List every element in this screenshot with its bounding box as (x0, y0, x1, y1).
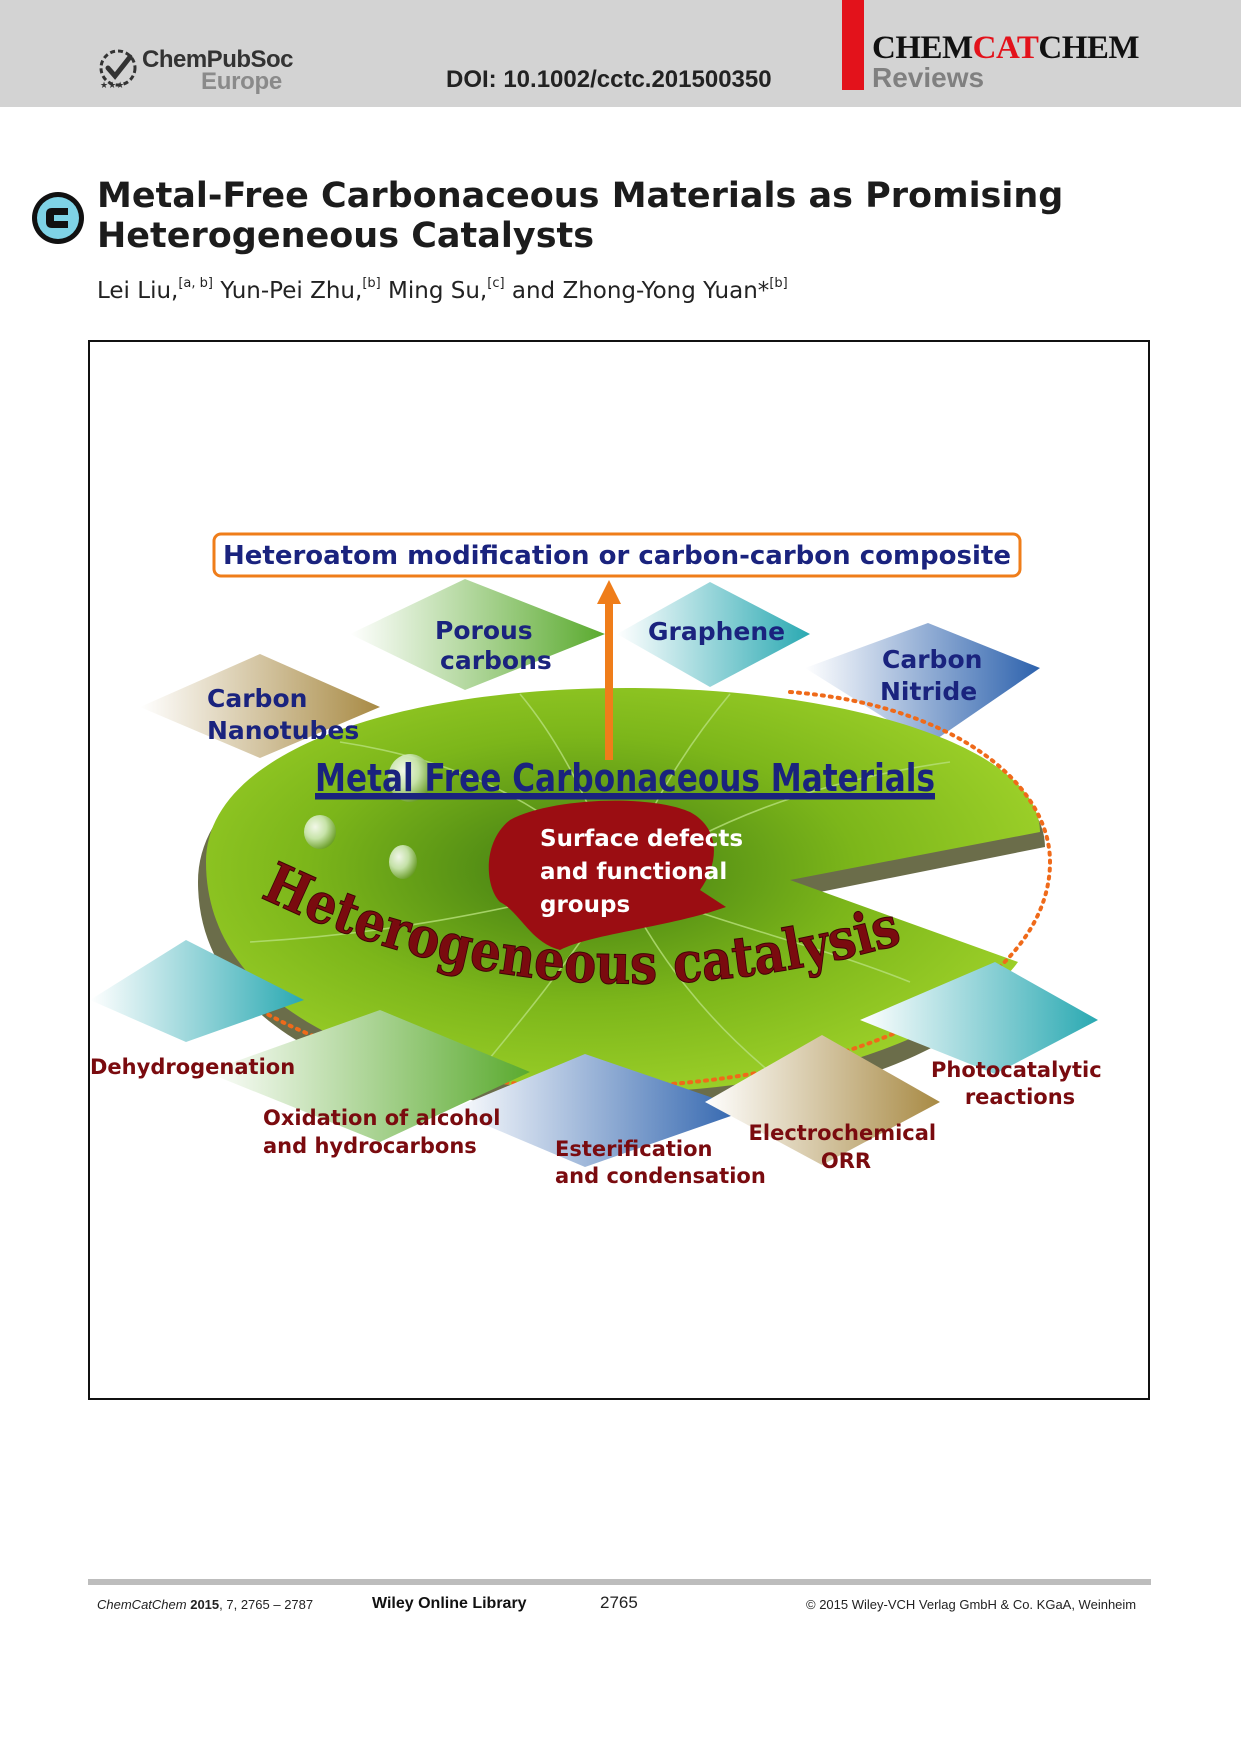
application-label: Esterification and condensation (555, 1137, 766, 1188)
article-title: Metal-Free Carbonaceous Materials as Pro… (97, 176, 1064, 256)
material-label: Graphene (648, 617, 785, 646)
material-label: Carbon Nanotubes (207, 684, 359, 745)
header-band (0, 0, 1241, 107)
material-diamond (350, 579, 605, 690)
author-name[interactable]: Yun-Pei Zhu, (220, 278, 363, 304)
application-label-line: Esterification (555, 1137, 712, 1161)
application-label: Oxidation of alcohol and hydrocarbons (263, 1106, 508, 1158)
center-title: Metal Free Carbonaceous Materials (315, 756, 935, 800)
journal-accent-bar (842, 0, 864, 90)
material-diamond (805, 623, 1040, 745)
footer-volume-pages: , 7, 2765 – 2787 (219, 1597, 314, 1612)
application-diamond (206, 1010, 530, 1142)
wiley-online-library-link[interactable]: Wiley Online Library (372, 1595, 527, 1612)
center-leaf-text: Surface defects and functional groups (540, 826, 751, 918)
journal-name-part1: CHEM (872, 30, 973, 66)
author-affiliation: [a, b] (178, 276, 213, 291)
material-label-line: Carbon (207, 684, 307, 713)
application-label-line: ORR (821, 1149, 871, 1173)
chempubsoc-star-icon: ★★★ (99, 49, 137, 90)
material-label-line: Graphene (648, 617, 785, 646)
material-label-line: Nitride (880, 677, 977, 706)
application-diamond (450, 1054, 748, 1167)
center-leaf-line: and functional (540, 859, 727, 885)
center-leaf-line: Surface defects (540, 826, 743, 852)
application-label-line: and condensation (555, 1164, 766, 1188)
doi-link[interactable]: DOI: 10.1002/cctc.201500350 (446, 66, 772, 93)
water-drop (389, 845, 417, 879)
center-leaf (488, 800, 726, 950)
journal-name-part3: CHEM (1038, 30, 1140, 66)
water-drop (304, 815, 336, 849)
application-diamond (860, 962, 1098, 1074)
material-label-line: carbons (440, 646, 552, 675)
publisher-name: ChemPubSoc (142, 46, 294, 73)
footer-journal: ChemCatChem (97, 1597, 187, 1612)
material-diamond (140, 654, 380, 758)
material-diamond (617, 582, 810, 687)
journal-name: CHEMCATCHEM (872, 30, 1140, 67)
material-label-line: Carbon (882, 645, 982, 674)
graphical-abstract: Heteroatom modification or carbon-carbon… (88, 340, 1150, 1400)
material-label-line: Porous (435, 616, 533, 645)
application-label-line: Electrochemical (749, 1121, 937, 1145)
author-name[interactable]: Lei Liu, (97, 278, 179, 304)
author-affiliation: [b] (362, 276, 381, 291)
graphical-abstract-diagram: Heteroatom modification or carbon-carbon… (90, 532, 1109, 1188)
journal-name-part2: CAT (972, 30, 1039, 66)
author-affiliation: [b] (769, 276, 788, 291)
publisher-region: Europe (201, 68, 282, 95)
footer-citation: ChemCatChem 2015, 7, 2765 – 2787 (97, 1597, 313, 1612)
water-drop (388, 754, 432, 802)
application-label-line: reactions (965, 1085, 1075, 1109)
up-arrow-head (597, 580, 621, 604)
author-name[interactable]: and Zhong-Yong Yuan* (511, 278, 770, 304)
material-label: Porous carbons (435, 616, 552, 675)
application-label-line: and hydrocarbons (263, 1134, 477, 1158)
application-diamond (705, 1035, 940, 1165)
crossmark-badge-icon[interactable] (30, 190, 86, 246)
banner-box (212, 532, 1022, 578)
author-name[interactable]: Ming Su, (388, 278, 488, 304)
application-label-line: Dehydrogenation (90, 1055, 295, 1079)
footer-rule (88, 1579, 1151, 1585)
application-label: Photocatalytic reactions (931, 1058, 1109, 1109)
author-affiliation: [c] (487, 276, 505, 291)
material-label-line: Nanotubes (207, 716, 359, 745)
banner-text: Heteroatom modification or carbon-carbon… (223, 541, 1011, 571)
material-label: Carbon Nitride (880, 645, 991, 706)
svg-text:★★★: ★★★ (100, 81, 124, 90)
section-label: Reviews (872, 62, 985, 93)
copyright-notice: © 2015 Wiley-VCH Verlag GmbH & Co. KGaA,… (806, 1597, 1137, 1612)
application-label-line: Photocatalytic (931, 1058, 1102, 1082)
application-label: Dehydrogenation (90, 1055, 295, 1079)
application-label: Electrochemical ORR (749, 1121, 944, 1173)
footer-year: 2015 (190, 1597, 220, 1612)
author-list: Lei Liu,[a, b] Yun-Pei Zhu,[b] Ming Su,[… (97, 276, 788, 304)
page-number: 2765 (600, 1593, 638, 1612)
center-leaf-line: groups (540, 892, 630, 918)
chempubsoc-logo[interactable]: ★★★ ChemPubSoc Europe (96, 44, 294, 96)
application-label-line: Oxidation of alcohol (263, 1106, 500, 1130)
application-diamond (90, 940, 304, 1042)
